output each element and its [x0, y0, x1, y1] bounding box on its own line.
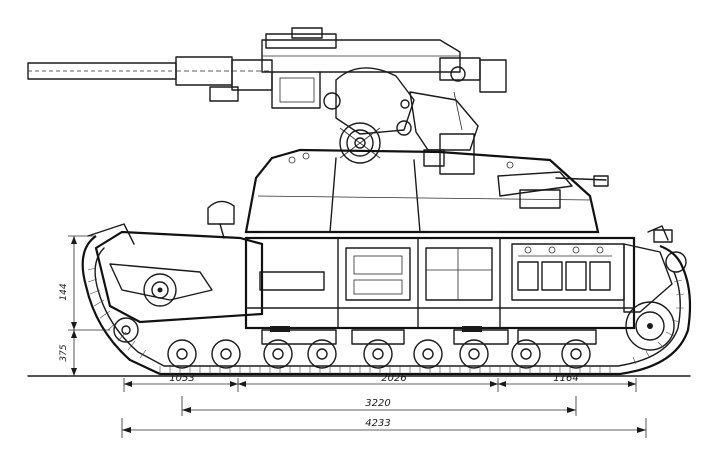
dim-height-ground: 375 [59, 344, 69, 361]
dim-segment-middle: 2026 [381, 373, 406, 384]
dim-wheelbase: 3220 [365, 398, 390, 409]
gun-barrel [27, 56, 273, 102]
upper-hull [244, 148, 609, 234]
gun-cradle [261, 27, 507, 109]
headlamp [207, 200, 235, 239]
lower-hull [244, 236, 636, 330]
dim-overall-length: 4233 [365, 418, 390, 429]
front-hull [87, 223, 264, 324]
dim-height-hull: 144 [59, 283, 69, 300]
suspension-bogies [261, 326, 597, 345]
dim-segment-left: 1053 [169, 373, 194, 384]
track [81, 231, 692, 376]
dimension-row-overall [121, 418, 647, 438]
dimension-row-segments [123, 378, 637, 392]
dim-segment-right: 1164 [553, 373, 578, 384]
vertical-dimensions [68, 235, 110, 377]
dimension-row-wheelbase [181, 396, 577, 416]
elevation-gear-assembly [323, 67, 479, 175]
rear-sprocket [625, 225, 687, 351]
engine-compartment [511, 243, 673, 313]
road-wheels [113, 317, 591, 369]
